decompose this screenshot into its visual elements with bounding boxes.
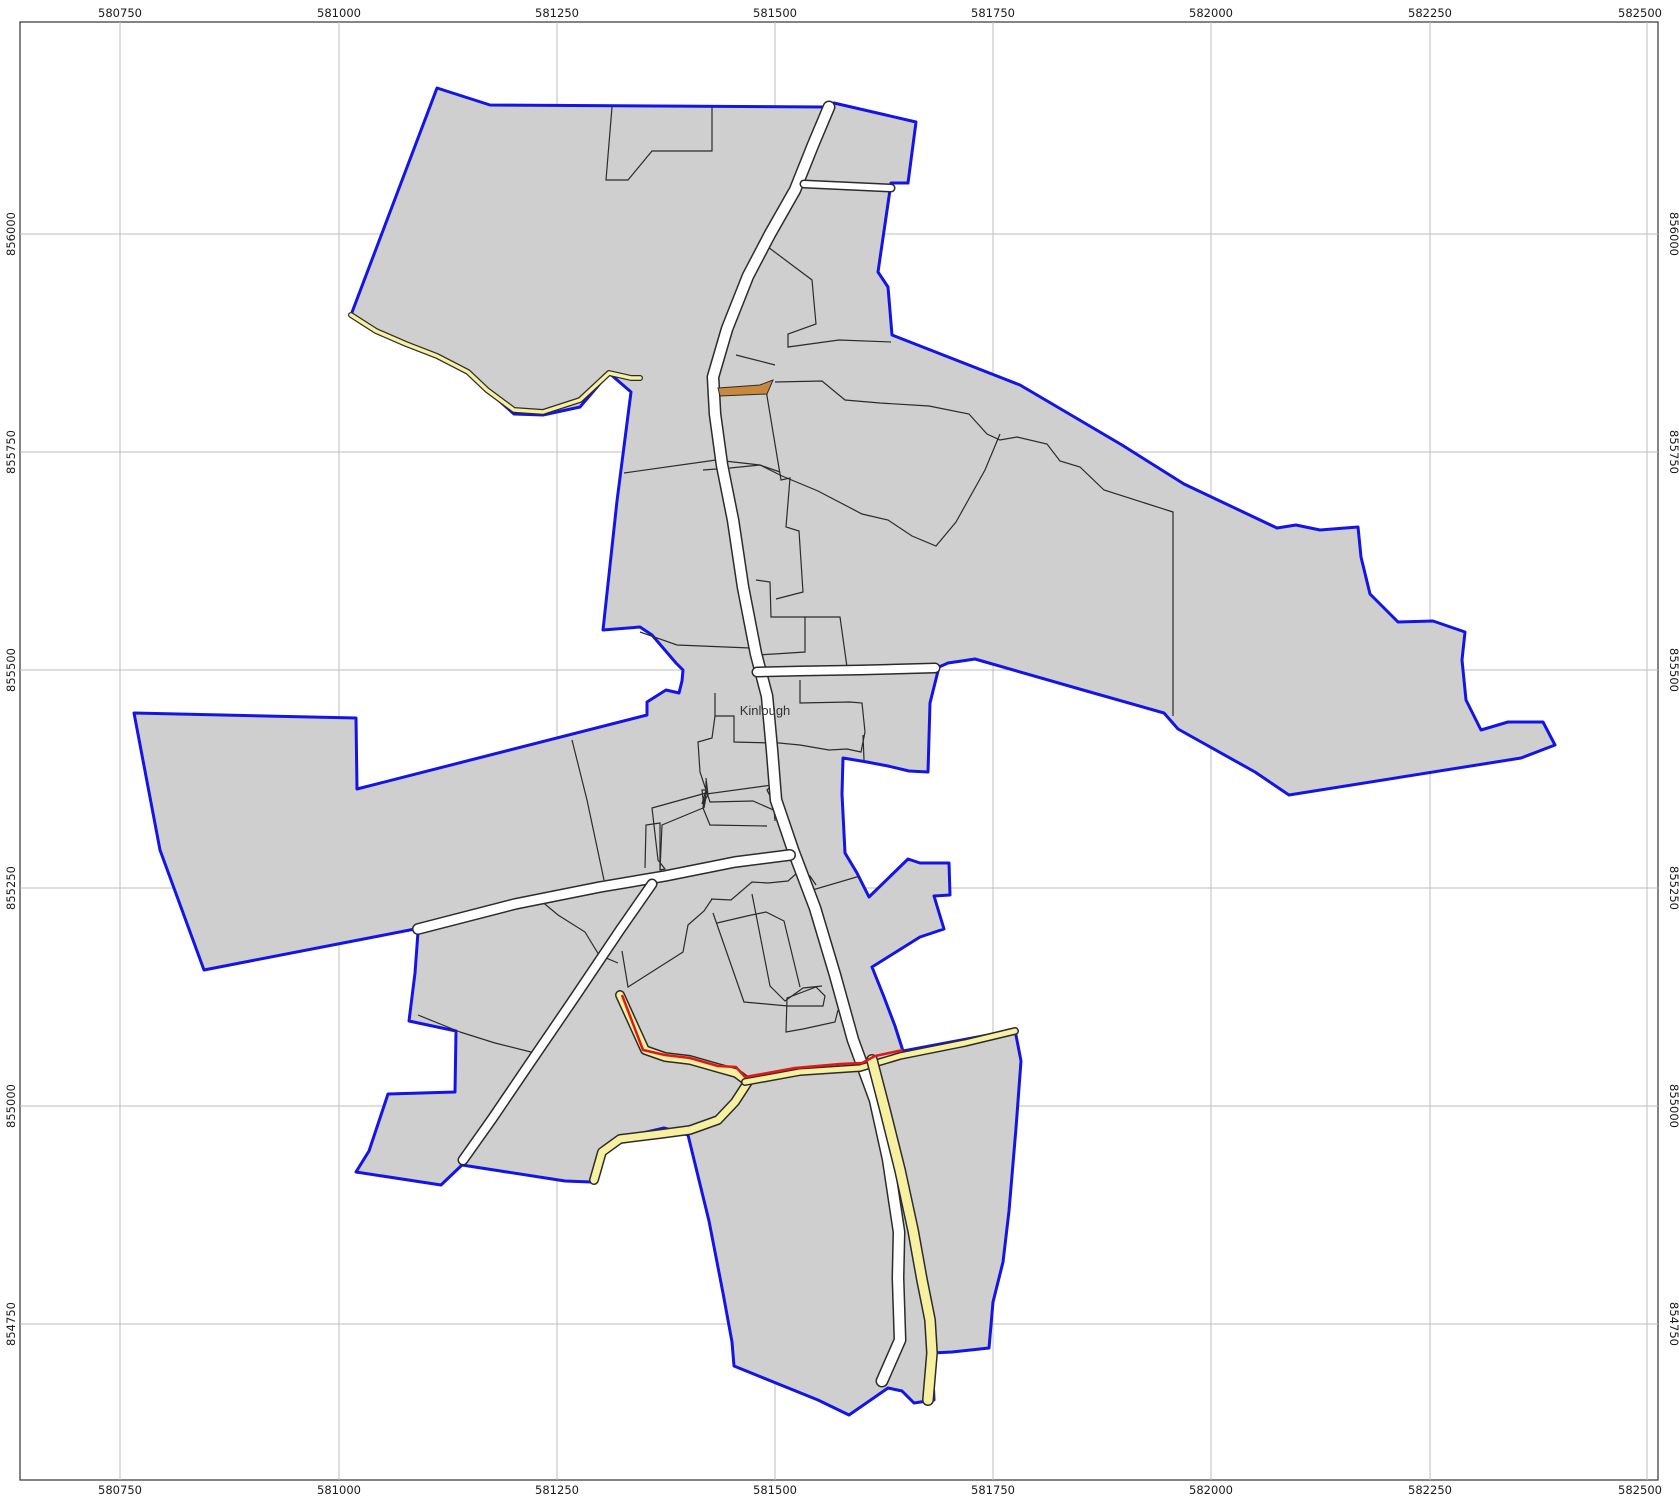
- parcel-line: [735, 354, 776, 366]
- x-tick-label-bottom: 580750: [98, 1483, 142, 1497]
- parcel-line: [805, 616, 848, 668]
- river-margins: [348, 312, 1019, 1406]
- x-tick-label-top: 582000: [1189, 6, 1233, 20]
- x-tick-label-bottom: 581250: [535, 1483, 579, 1497]
- x-tick-label-bottom: 581000: [317, 1483, 361, 1497]
- y-tick-label-right: 855000: [1667, 1084, 1679, 1128]
- boundary-north: [132, 86, 1557, 1417]
- x-tick-labels-top: 580750 581000 581250 581500 581750 58200…: [98, 6, 1662, 20]
- river-margin-north-fill: [349, 313, 642, 414]
- parcel-line: [621, 898, 713, 988]
- x-tick-label-top: 580750: [98, 6, 142, 20]
- river-margin-south-fill: [590, 991, 752, 1184]
- west-road: [413, 850, 795, 934]
- red-boundary-segment: [620, 994, 904, 1079]
- place-label-kinlough: Kinlough: [740, 703, 791, 718]
- x-tick-label-top: 581000: [317, 6, 361, 20]
- parcel-line: [751, 893, 823, 1002]
- y-tick-label-right: 854750: [1667, 1302, 1679, 1346]
- y-tick-label-left: 855250: [4, 866, 18, 910]
- y-tick-label-right: 855750: [1667, 430, 1679, 474]
- parcel-line: [774, 380, 1174, 716]
- parcel-line: [417, 1014, 461, 1033]
- x-tick-label-top: 582250: [1408, 6, 1452, 20]
- north-spur: [801, 181, 894, 191]
- x-tick-label-top: 581500: [753, 6, 797, 20]
- parcel-line: [766, 679, 866, 753]
- x-tick-label-bottom: 581750: [971, 1483, 1015, 1497]
- river-margin-east-fill: [742, 1028, 1018, 1085]
- parcel-area: [132, 86, 1557, 1417]
- y-tick-label-right: 855500: [1667, 648, 1679, 692]
- x-tick-labels-bottom: 580750 581000 581250 581500 581750 58200…: [98, 1483, 1662, 1497]
- parcel-line: [862, 734, 865, 761]
- river-margin-stream-fill: [867, 1055, 937, 1405]
- parcel-line: [639, 631, 751, 649]
- y-tick-labels-right: 856000 855750 855500 855250 855000 85475…: [1667, 212, 1679, 1346]
- y-tick-label-right: 856000: [1667, 212, 1679, 256]
- x-tick-label-top: 582500: [1618, 6, 1662, 20]
- parcel-line: [623, 459, 781, 474]
- main-road: [708, 102, 905, 1386]
- y-tick-label-left: 855000: [4, 1084, 18, 1128]
- parcel-line: [767, 246, 892, 348]
- y-tick-label-left: 856000: [4, 212, 18, 256]
- x-tick-label-bottom: 582250: [1408, 1483, 1452, 1497]
- parcel-line: [571, 739, 605, 881]
- parcel-line: [605, 106, 713, 181]
- y-tick-label-right: 855250: [1667, 866, 1679, 910]
- x-tick-label-bottom: 581500: [753, 1483, 797, 1497]
- parcel-line: [644, 781, 707, 871]
- east-road: [753, 664, 939, 676]
- x-tick-label-bottom: 582500: [1618, 1483, 1662, 1497]
- orange-parcel: [717, 379, 774, 397]
- parcel-line: [755, 579, 806, 656]
- y-tick-label-left: 855500: [4, 648, 18, 692]
- y-tick-labels-left: 856000 855750 855500 855250 855000 85475…: [4, 212, 18, 1346]
- parcel-line: [702, 433, 1001, 547]
- x-tick-label-top: 581750: [971, 6, 1015, 20]
- parcel-line: [765, 389, 804, 600]
- y-tick-label-left: 855750: [4, 430, 18, 474]
- roads: [412, 100, 941, 1388]
- x-tick-label-bottom: 582000: [1189, 1483, 1233, 1497]
- parcel-line: [808, 875, 861, 892]
- sw-road: [459, 880, 656, 1164]
- parcel-line: [459, 1031, 536, 1054]
- x-tick-label-top: 581250: [535, 6, 579, 20]
- y-tick-label-left: 854750: [4, 1302, 18, 1346]
- parcel-line: [716, 911, 801, 988]
